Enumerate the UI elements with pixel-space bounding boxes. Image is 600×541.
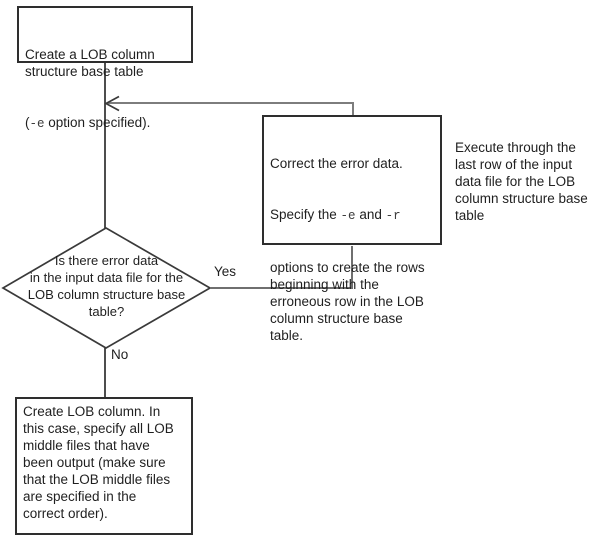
decision-diamond-question: Is there error data in the input data fi… (27, 253, 186, 319)
correct-error-line1: Correct the error data. (270, 156, 403, 171)
option-flag-e2: -e (340, 209, 356, 223)
create-base-table-text: Create a LOB column structure base table (25, 47, 155, 79)
create-lob-column-box: Create LOB column. In this case, specify… (15, 397, 193, 535)
correct-error-line2-mid: and (355, 207, 386, 222)
option-flag-e: -e (29, 117, 45, 131)
decision-diamond-shape (1, 227, 212, 349)
no-branch-label: No (111, 347, 129, 362)
create-base-table-option-line: (-e option specified). (25, 114, 185, 133)
create-base-table-box: Create a LOB column structure base table… (17, 6, 193, 131)
correct-error-rest: options to create the rows beginning wit… (270, 260, 425, 343)
feedback-connector (108, 102, 354, 115)
option-line-rest: option specified). (44, 115, 151, 130)
execute-through-note: Execute through the last row of the inpu… (455, 140, 588, 223)
feedback-arrowhead-icon (104, 95, 120, 112)
option-flag-r: -r (385, 209, 401, 223)
option-line-open: ( (25, 115, 30, 130)
yes-branch-label: Yes (214, 264, 237, 279)
yes-branch-connector (210, 246, 353, 289)
correct-error-box: Correct the error data. Specify the -e a… (262, 115, 442, 343)
correct-error-line2-pre: Specify the (270, 207, 341, 222)
correct-error-line2: Specify the -e and -r (270, 206, 434, 225)
